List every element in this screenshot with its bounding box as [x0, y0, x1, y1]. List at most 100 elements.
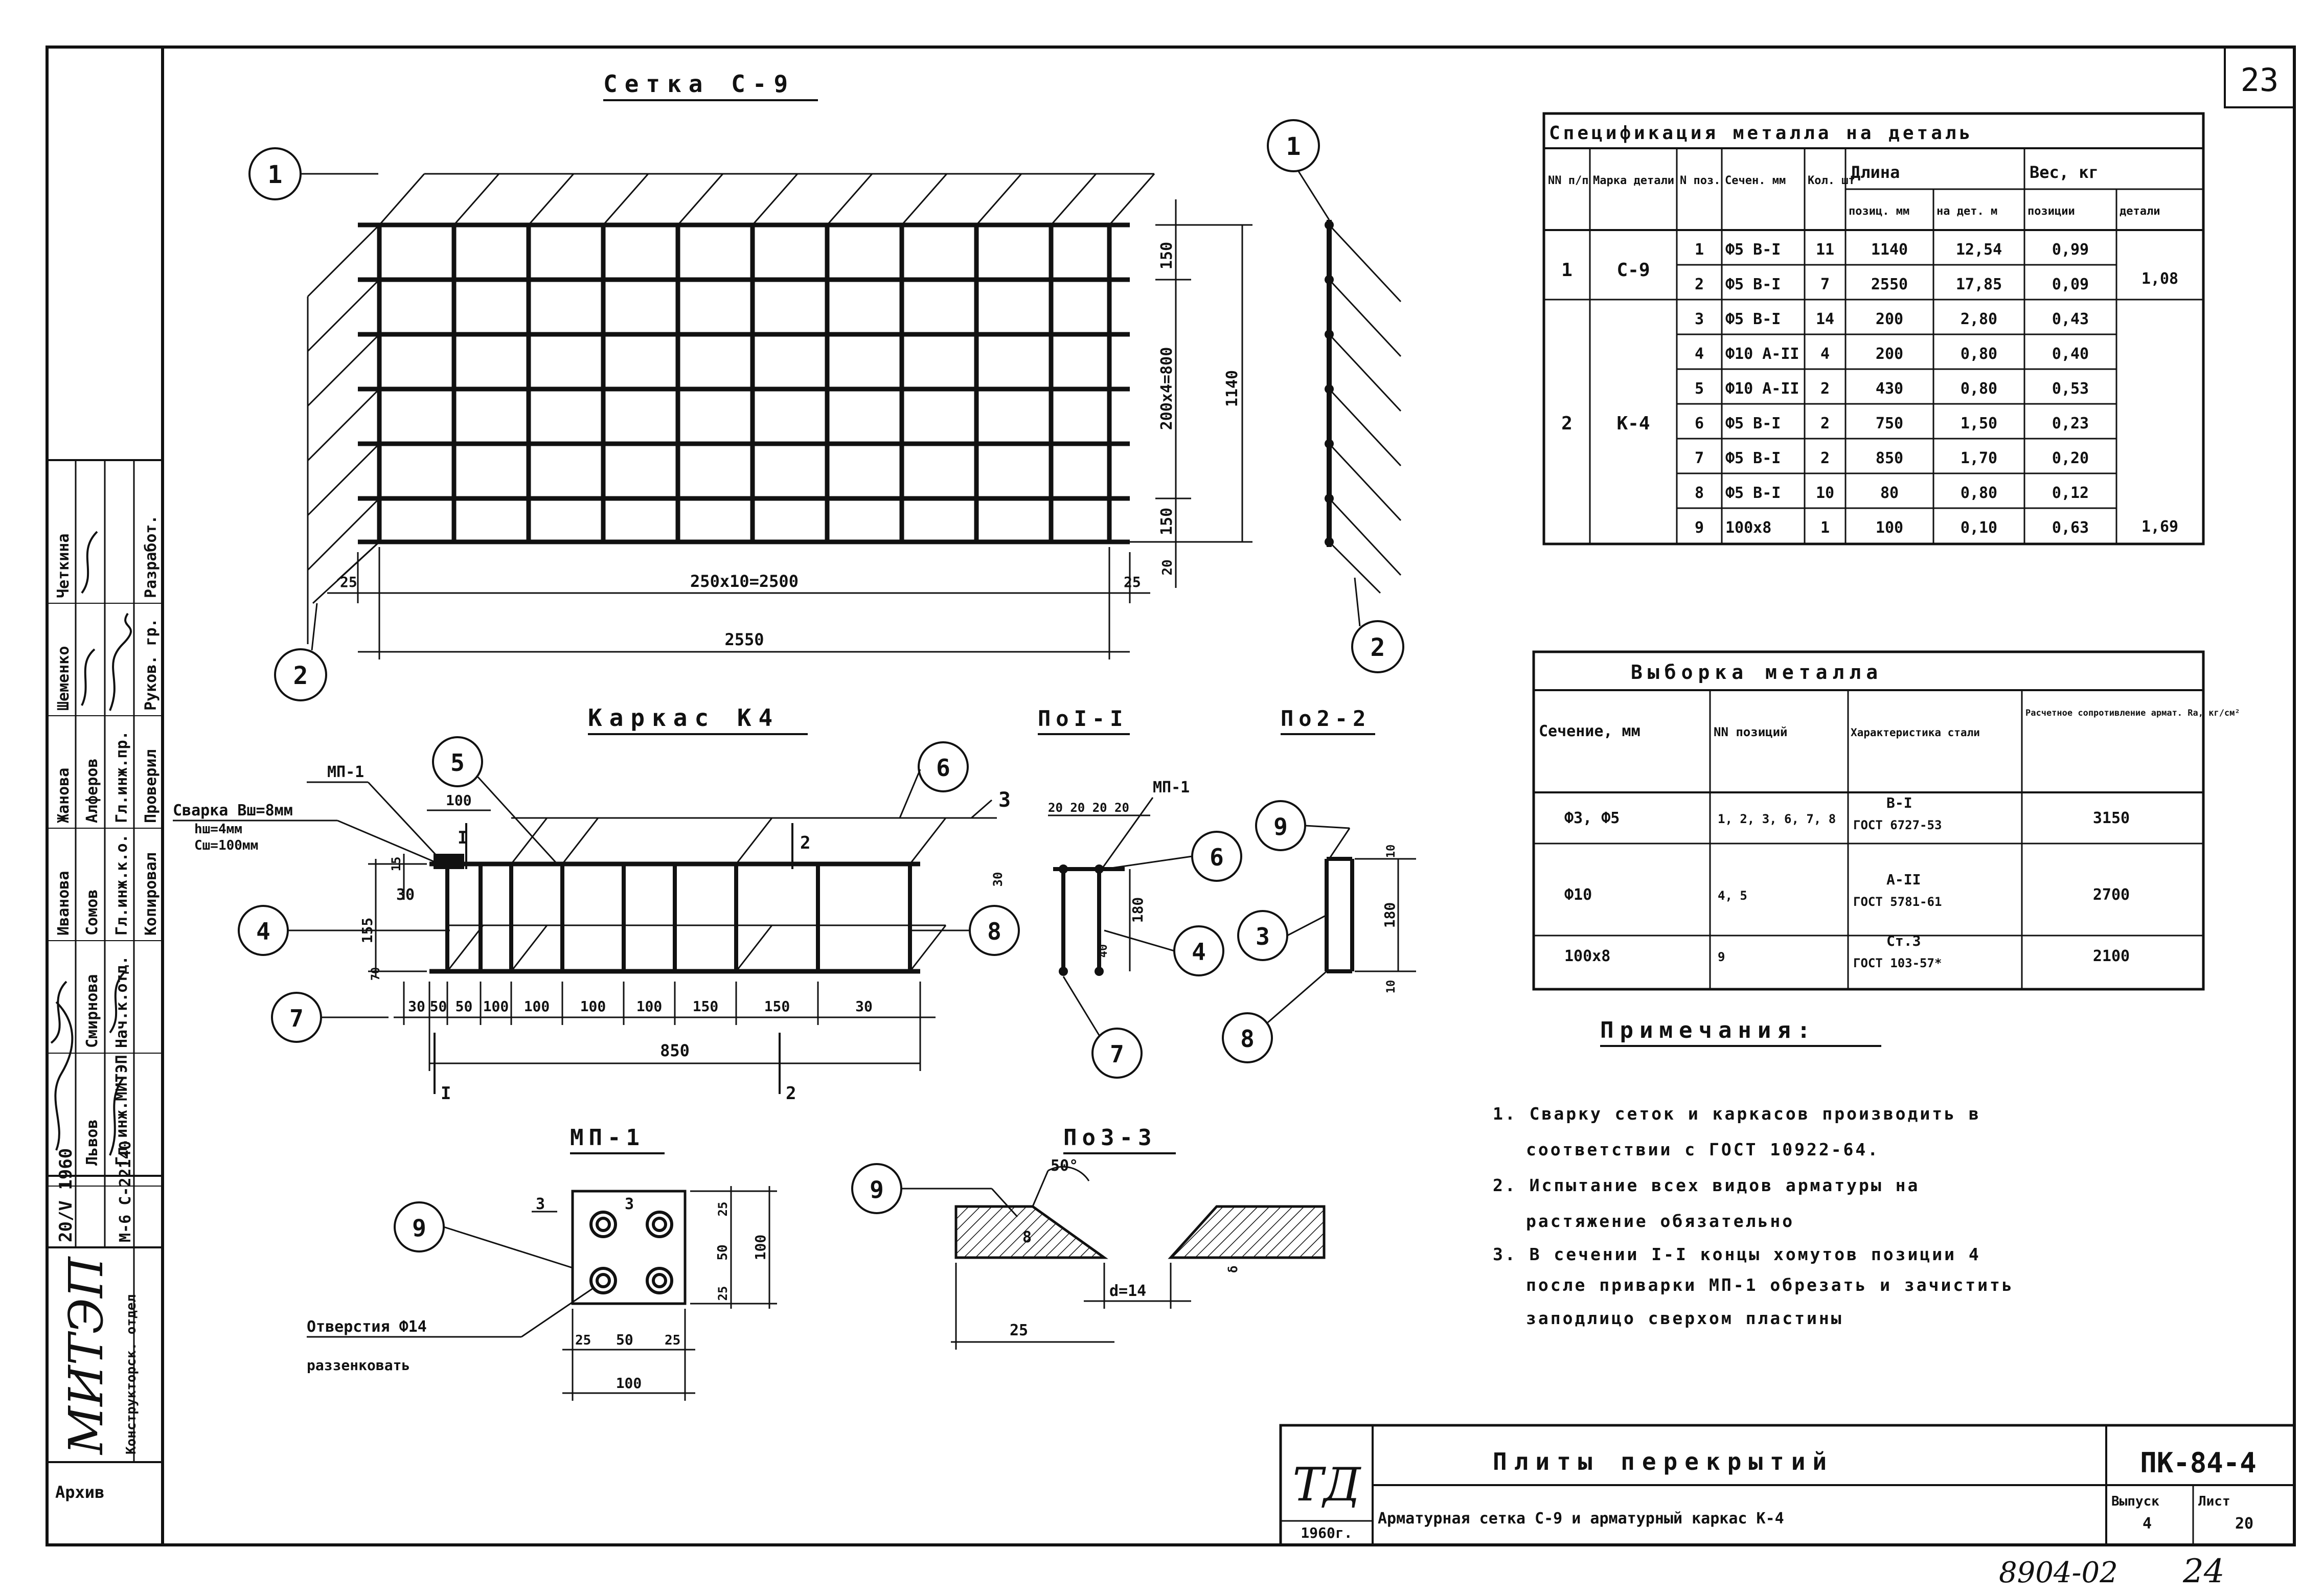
callout-6: 6	[936, 754, 950, 782]
note-line: 2. Испытание всех видов арматуры на	[1493, 1175, 1920, 1195]
callout-7-sec1: 7	[1110, 1040, 1124, 1068]
spec-cell-pos: 3	[1695, 310, 1704, 328]
frame-weld-3: Сш=100мм	[194, 838, 258, 853]
sel-cell-positions: 4, 5	[1718, 889, 1747, 903]
spec-cell-lpos: 200	[1876, 310, 1903, 328]
spec-cell-wpos: 0,40	[2052, 345, 2089, 363]
callout-3-sec2: 3	[1256, 923, 1270, 950]
spec-cell-lpos: 850	[1876, 449, 1903, 467]
callout-3: 3	[998, 788, 1011, 812]
spec-cell-qty: 2	[1820, 380, 1830, 398]
plate-dim-h1: 25	[575, 1333, 591, 1348]
sheet-number: 23	[2241, 61, 2279, 99]
plate-hole-text-1: Отверстия Ф14	[307, 1318, 427, 1336]
plate-dim-total: 100	[616, 1375, 642, 1392]
sec2-title: По2-2	[1281, 706, 1371, 731]
signature	[109, 970, 126, 1034]
stamp-name: Иванова	[55, 871, 73, 936]
spec-cell-wpos: 0,20	[2052, 449, 2089, 467]
spec-cell-qty: 4	[1820, 345, 1830, 363]
spec-cell-wpos: 0,63	[2052, 519, 2089, 537]
spec-cell-lpos: 750	[1876, 415, 1903, 432]
mesh-dim-vertical: 200x4=800	[1158, 347, 1176, 430]
sel-h-resist: Расчетное сопротивление армат. Ra, кг/см…	[2025, 708, 2240, 718]
spec-cell-lpos: 100	[1876, 519, 1903, 537]
sel-cell-char-1: А-II	[1886, 871, 1921, 888]
spec-cell-ldet: 0,80	[1961, 380, 1997, 398]
plate-hole-note: 3	[536, 1195, 545, 1213]
stamp-role: Руков. гр.	[142, 618, 160, 711]
plate-dim-v1: 25	[716, 1202, 730, 1217]
stamp-name: Шеменко	[55, 646, 73, 711]
spec-cell-wpos: 0,23	[2052, 415, 2089, 432]
sel-cell-positions: 1, 2, 3, 6, 7, 8	[1718, 812, 1836, 826]
note-line: заподлицо сверхом пластины	[1526, 1308, 1843, 1328]
stamp-role: Гл.инж.МИТЭП	[113, 1055, 131, 1166]
stamp-role: Гл.инж.к.о.	[113, 834, 131, 936]
spec-cell-section: Ф5 В-I	[1725, 449, 1781, 467]
spec-h-section: Сечен. мм	[1725, 174, 1786, 187]
tb-sheet: 20	[2235, 1515, 2253, 1533]
sec3-len: 25	[1010, 1322, 1028, 1339]
sel-h-section: Сечение, мм	[1539, 722, 1641, 740]
sheet-number-box	[2224, 46, 2295, 108]
stamp-archive: Архив	[55, 1483, 104, 1502]
sel-cell-char-2: ГОСТ 6727-53	[1853, 818, 1942, 832]
mesh-dim-end-right: 25	[1124, 574, 1141, 590]
plate-hole-note-2: 3	[625, 1195, 634, 1213]
mesh-dim-top: 150	[1158, 242, 1176, 269]
callout-5: 5	[450, 749, 465, 777]
sel-cell-positions: 9	[1718, 950, 1725, 964]
tb-sheet-label: Лист	[2198, 1494, 2230, 1509]
notes-title: Примечания:	[1600, 1017, 1816, 1043]
frame-weld-1: Сварка Вш=8мм	[173, 802, 293, 819]
mesh-dim-bottom-small: 20	[1160, 559, 1175, 575]
sheet-frame	[45, 45, 2296, 1546]
spec-h-length-det: на дет. м	[1936, 205, 1997, 218]
stamp-role: Разработ.	[142, 515, 160, 598]
spec-h-weight: Вес, кг	[2030, 163, 2099, 182]
frame-segment-dim: 100	[636, 998, 663, 1015]
spec-cell-section: Ф10 А-II	[1725, 345, 1799, 363]
sec2-t2: 10	[1385, 980, 1398, 994]
spec-cell-qty: 7	[1820, 276, 1830, 293]
title-block: ТД 1960г. Плиты перекрытий ПК-84-4 Армат…	[1279, 1424, 2296, 1546]
spec-cell-ldet: 2,80	[1961, 310, 1997, 328]
spec-h-pos: N поз.	[1680, 174, 1720, 187]
tb-code: ПК-84-4	[2140, 1447, 2257, 1479]
sel-cell-char-2: ГОСТ 103-57*	[1853, 956, 1942, 970]
frame-cut-1-bottom: I	[441, 1083, 451, 1104]
spec-cell-section: Ф5 В-I	[1725, 241, 1781, 259]
note-line: 1. Сварку сеток и каркасов производить в	[1493, 1104, 1981, 1124]
stamp-role: Проверил	[142, 749, 160, 824]
stamp-name: Алферов	[83, 759, 101, 823]
spec-h-length-pos: позиц. мм	[1849, 205, 1909, 218]
callout-7: 7	[289, 1005, 304, 1032]
spec-cell-qty: 10	[1816, 484, 1834, 502]
signature	[81, 531, 98, 594]
spec-h-nn: NN п/п	[1548, 174, 1588, 187]
note-line: соответствии с ГОСТ 10922-64.	[1526, 1140, 1880, 1159]
frame-weld-2: hш=4мм	[194, 822, 242, 837]
signature	[50, 981, 67, 1044]
spec-cell-section: 100х8	[1725, 519, 1771, 537]
sel-cell-char-1: Ст.3	[1886, 932, 1921, 949]
mesh-dim-total: 2550	[724, 630, 764, 649]
frame-cut-2: 2	[800, 833, 810, 853]
spec-cell-section: Ф5 В-I	[1725, 484, 1781, 502]
signature	[81, 648, 96, 706]
mesh-dim-bottom: 150	[1158, 508, 1176, 535]
frame-segment-dim: 100	[483, 998, 509, 1015]
mesh-view: Сетка С-9	[248, 70, 1252, 701]
section-2-2: По2-2 180 10 10 9 3 8	[1222, 706, 1416, 1063]
sec1-sides: 40	[1097, 944, 1110, 958]
section-1-1: ПоI-I 20 20 20 20 МП-1 180 40 30 6 4 7	[991, 706, 1242, 1079]
plate-dim-v3: 25	[716, 1286, 730, 1301]
spec-cell-wpos: 0,09	[2052, 276, 2089, 293]
spec-cell-ldet: 0,80	[1961, 345, 1997, 363]
side-stamp: Гл.инж.МИТЭП Нач.к.отд. Гл.инж.к.о. Гл.и…	[47, 459, 163, 1502]
sel-h-positions: NN позиций	[1714, 725, 1788, 739]
signature	[54, 1001, 74, 1151]
frame-h-3: 70	[370, 967, 382, 981]
spec-cell-qty: 2	[1820, 415, 1830, 432]
